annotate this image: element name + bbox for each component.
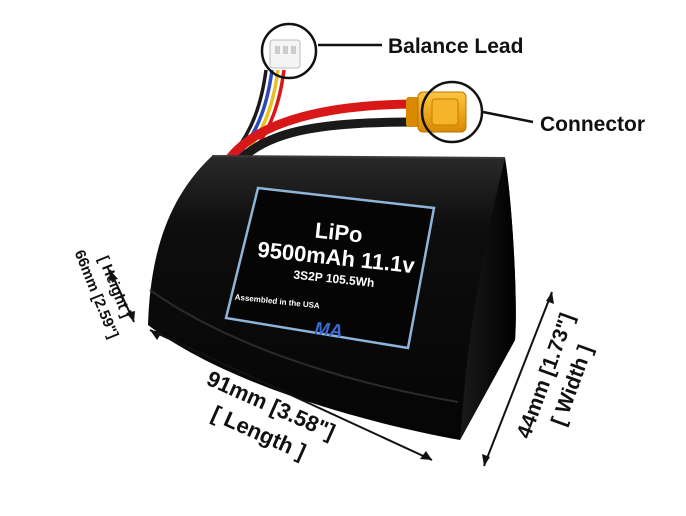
balance-lead-highlight: [260, 22, 318, 80]
connector-label: Connector: [540, 113, 645, 136]
length-dimension: [149, 329, 433, 461]
main-connector: [406, 91, 467, 133]
width-dimension: [482, 291, 554, 467]
height-dimension: [109, 269, 135, 323]
balance-connector: [269, 39, 301, 69]
power-wires: [225, 99, 425, 167]
brand-logo: MA: [314, 318, 344, 341]
battery-label: LiPo 9500mAh 11.1v 3S2P 105.5Wh Assemble…: [224, 186, 436, 350]
connector-highlight: [420, 80, 484, 144]
chemistry-text: LiPo: [314, 218, 364, 248]
balance-lead-label: Balance Lead: [388, 35, 523, 58]
connector-pointer: [482, 110, 534, 124]
